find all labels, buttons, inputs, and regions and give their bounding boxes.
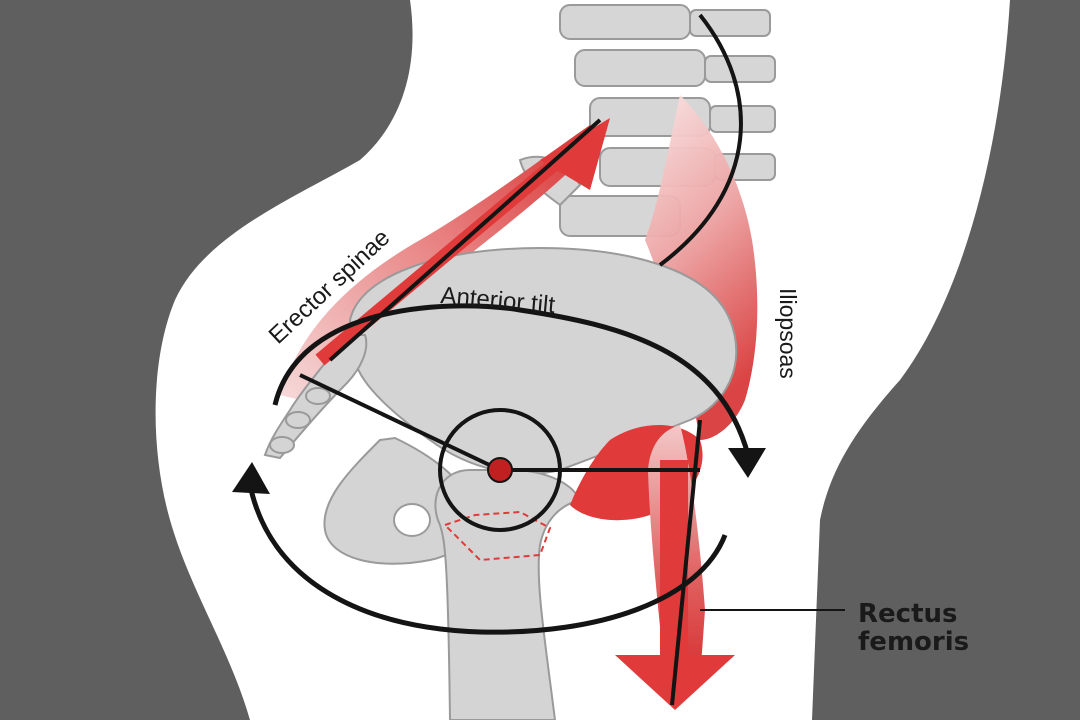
sacrum xyxy=(263,334,368,460)
hip-joint-circle xyxy=(438,408,562,532)
obturator-foramen xyxy=(393,503,431,537)
ischium xyxy=(323,436,475,565)
rectus-label-line2: femoris xyxy=(858,627,969,657)
anterior-tilt-arrowhead-right xyxy=(728,448,766,478)
rectus-label-line1: Rectus xyxy=(858,599,957,629)
hip-joint-center xyxy=(487,457,513,483)
anterior-tilt-arc-bottom xyxy=(247,484,728,635)
femoral-head-outline xyxy=(443,510,552,562)
lever-lines xyxy=(299,118,702,706)
iliopsoas-label: Iliopsoas xyxy=(775,288,801,379)
anterior-tilt-arc-top xyxy=(272,303,752,460)
spine-arc-arrow xyxy=(658,13,743,267)
anterior-tilt-arrowhead-left xyxy=(232,462,270,494)
